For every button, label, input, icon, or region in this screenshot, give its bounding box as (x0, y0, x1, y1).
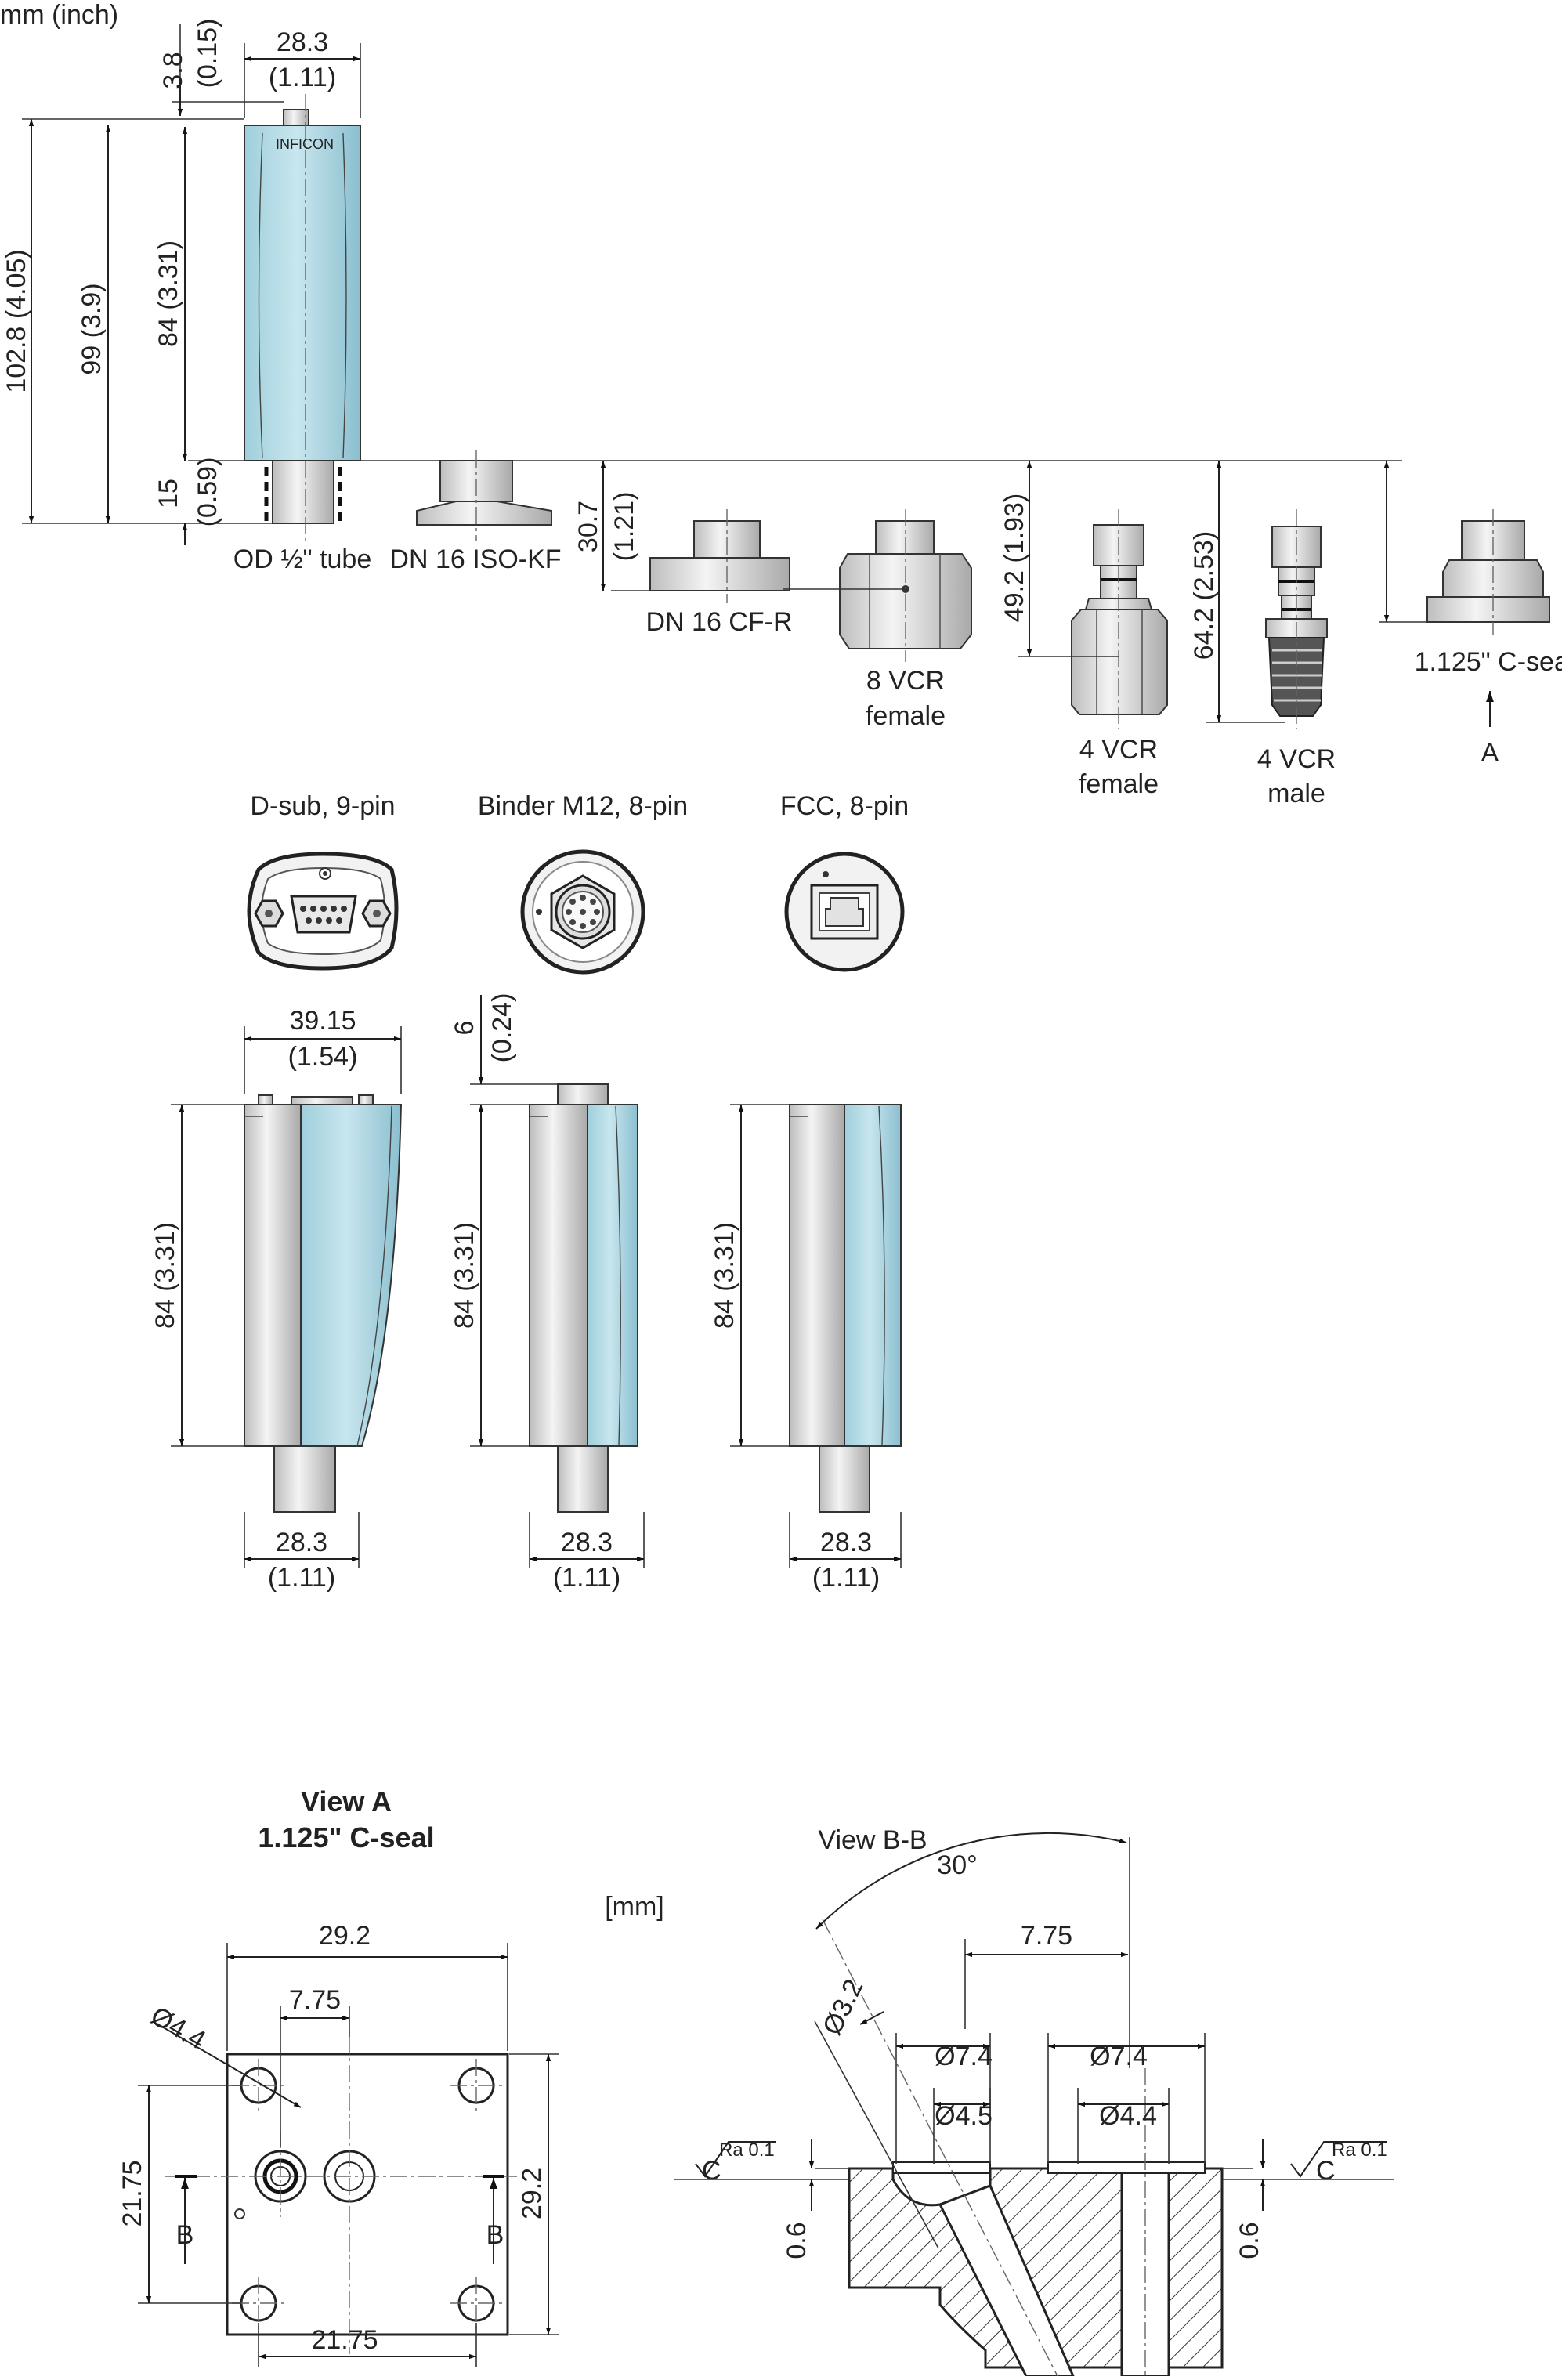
view-a-title: View A (301, 1785, 392, 1818)
vcr8-line1: 8 VCR (866, 666, 945, 696)
dsub-base-in: (1.11) (268, 1563, 335, 1593)
vcr4-male: 64.2 (2.53) 4 VCR male (1189, 461, 1336, 808)
view-a-height-right: 29.2 (517, 2168, 547, 2219)
section-bb (822, 1919, 1224, 2378)
view-a-subtitle: 1.125" C-seal (258, 1821, 434, 1854)
binder-base-in: (1.11) (553, 1563, 620, 1593)
vcr4m-dim: 64.2 (2.53) (1189, 531, 1219, 660)
gauge-body (244, 125, 361, 461)
binder-top-in: (0.24) (487, 993, 517, 1063)
iso-kf-flange: DN 16 ISO-KF (389, 450, 562, 574)
binder-label: Binder M12, 8-pin (478, 791, 688, 821)
view-bb-angle: 30° (937, 1850, 977, 1880)
cf-r-label: DN 16 CF-R (645, 607, 792, 637)
angle-dimension (815, 1832, 1127, 1930)
vcr4f-line1: 4 VCR (1079, 735, 1158, 765)
cf-height-in: (1.21) (609, 492, 639, 562)
binder-base-mm: 28.3 (561, 1528, 613, 1557)
tube-stub (272, 460, 334, 524)
view-bb-left-inner: Ø4.5 (935, 2101, 993, 2131)
fcc-base-in: (1.11) (812, 1563, 880, 1593)
fcc-face (784, 852, 905, 972)
vcr4-female: 49.2 (1.93) 4 VCR female (1000, 461, 1168, 799)
view-a-hole: Ø4.4 (146, 2001, 211, 2056)
right-roughness-symbol: Ra 0.1 C (1290, 2139, 1387, 2186)
iso-kf-label: DN 16 ISO-KF (389, 544, 561, 574)
dsub-width-in: (1.54) (288, 1042, 358, 1072)
view-bb-roughness-right: Ra 0.1 (1332, 2139, 1387, 2161)
units-mm-label: [mm] (605, 1892, 664, 1922)
cf-height-mm: 30.7 (573, 501, 603, 552)
fcc-body (789, 1104, 902, 1513)
top-cap (283, 109, 309, 128)
top-gap-in: (0.15) (193, 19, 222, 89)
view-bb-roughness-left: Ra 0.1 (719, 2139, 775, 2161)
view-bb-bore: Ø3.2 (817, 1975, 869, 2040)
vcr8-female: 8 VCR female (783, 509, 972, 731)
units-label: mm (inch) (0, 0, 118, 30)
binder-face (520, 849, 645, 975)
fcc-label: FCC, 8-pin (780, 791, 909, 821)
view-bb-depth-right: 0.6 (1235, 2222, 1264, 2259)
dsub-width-mm: 39.15 (289, 1006, 356, 1036)
dsub-label: D-sub, 9-pin (250, 791, 395, 821)
view-arrow-label: A (1481, 738, 1499, 768)
dsub-height-label: 84 (3.31) (150, 1222, 180, 1329)
width-in: (1.11) (269, 63, 336, 92)
view-bb-left-outer: Ø7.4 (935, 2042, 993, 2071)
view-a-plate (165, 2037, 517, 2354)
section-label-right: B (486, 2220, 504, 2250)
binder-top-mm: 6 (450, 1021, 479, 1036)
dsub-body (244, 1094, 403, 1513)
fcc-base-mm: 28.3 (820, 1528, 872, 1557)
brand-text: INFICON (276, 136, 334, 152)
view-bb-depth-left: 0.6 (782, 2222, 812, 2259)
view-a-pitch: 7.75 (289, 1985, 341, 2015)
view-bb-surface-right: C (1316, 2156, 1336, 2186)
dsub-face (247, 852, 399, 971)
section-label-left: B (176, 2220, 194, 2250)
view-a-height-left: 21.75 (118, 2160, 147, 2226)
view-bb-title: View B-B (818, 1825, 927, 1855)
view-a-hole-leader (156, 2023, 302, 2108)
height-99-label: 99 (3.9) (77, 283, 107, 374)
vcr4m-line2: male (1267, 779, 1325, 808)
dsub-base-mm: 28.3 (276, 1528, 327, 1557)
width-mm: 28.3 (277, 27, 328, 57)
vcr8-line2: female (866, 701, 946, 731)
tube-mm: 15 (154, 479, 183, 508)
view-a-bottom: 21.75 (311, 2325, 378, 2355)
top-gap-mm: 3.8 (158, 52, 188, 89)
vcr4m-line1: 4 VCR (1257, 744, 1336, 774)
cseal-label: 1.125" C-seal (1415, 647, 1562, 677)
od-tube-label: OD ½" tube (233, 544, 372, 574)
binder-height-label: 84 (3.31) (450, 1222, 479, 1329)
total-height-label: 102.8 (4.05) (2, 249, 31, 392)
view-bb-pitch: 7.75 (1021, 1921, 1072, 1951)
body-height-label: 84 (3.31) (154, 241, 183, 347)
view-bb-surface-left: C (702, 2156, 721, 2186)
vcr4f-dim: 49.2 (1.93) (1000, 494, 1029, 622)
binder-body (529, 1083, 638, 1513)
cseal-flange: 1.125" C-seal A (1379, 461, 1562, 768)
cf-r-flange: 30.7 (1.21) DN 16 CF-R (573, 461, 793, 637)
fcc-height-label: 84 (3.31) (710, 1222, 739, 1329)
view-bb-right-outer: Ø7.4 (1090, 2042, 1148, 2071)
tube-in: (0.59) (193, 458, 222, 527)
view-bb-right-inner: Ø4.4 (1099, 2101, 1157, 2131)
left-roughness-symbol: Ra 0.1 C (695, 2139, 776, 2186)
main-side-view: INFICON 28.3 (1.11) 3.8 (0.15) 102.8 (4.… (2, 19, 1402, 574)
vcr4f-line2: female (1079, 769, 1159, 799)
view-a-width: 29.2 (319, 1921, 371, 1951)
